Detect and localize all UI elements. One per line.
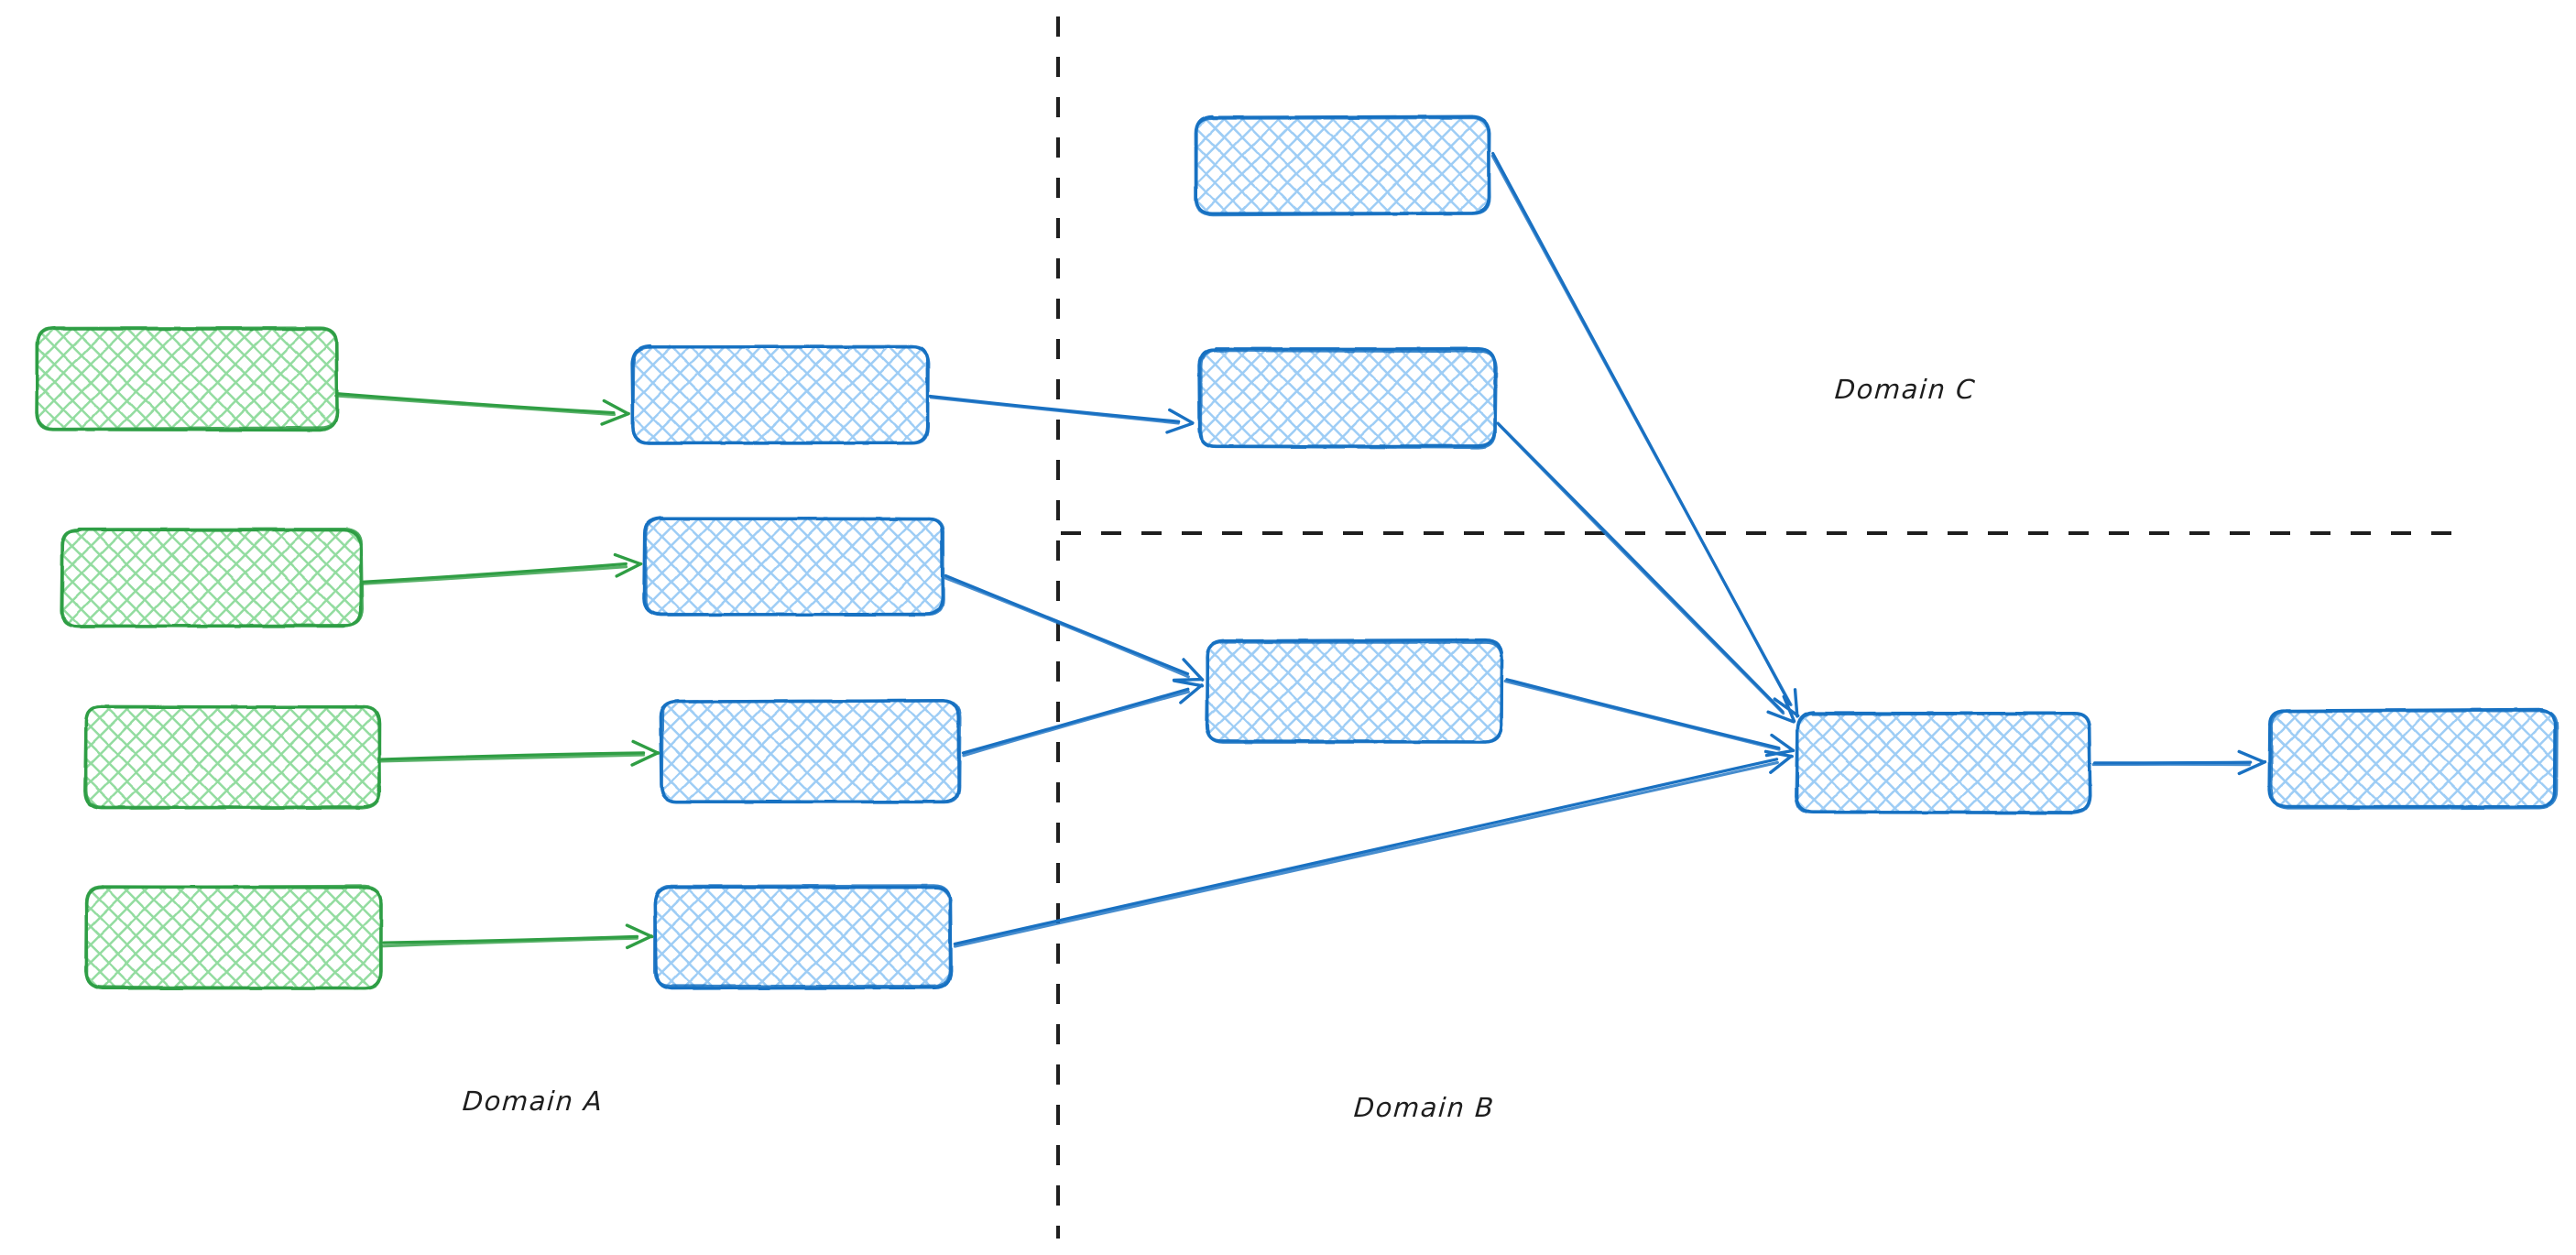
- node-a1[interactable]: [37, 328, 337, 431]
- node-fill: [656, 887, 951, 988]
- node-c2[interactable]: [1199, 349, 1496, 448]
- node-b4[interactable]: [655, 886, 952, 988]
- node-fill: [1207, 641, 1502, 742]
- edge-shaft: [336, 394, 614, 413]
- edge-shaft: [1499, 425, 1783, 714]
- node-b1[interactable]: [632, 346, 928, 443]
- node-fill: [62, 529, 361, 626]
- node-c3[interactable]: [1206, 640, 1502, 743]
- edge-shaft: [364, 567, 627, 584]
- edge-arrowhead: [1167, 423, 1192, 432]
- node-fill: [2270, 711, 2556, 807]
- edge-arrowhead: [1796, 690, 1797, 716]
- node-c1[interactable]: [1195, 116, 1490, 215]
- node-fill: [645, 518, 943, 614]
- edge-shaft: [931, 398, 1178, 423]
- edge-a4-b4: [382, 925, 652, 947]
- edge-shaft: [1492, 156, 1791, 704]
- node-group: [37, 116, 2557, 988]
- node-fill: [86, 887, 381, 988]
- edge-c1-d1: [1492, 153, 1797, 715]
- node-a3[interactable]: [85, 706, 380, 808]
- edge-b4-d1: [955, 751, 1792, 946]
- node-fill: [1196, 117, 1490, 213]
- node-d2[interactable]: [2269, 710, 2557, 808]
- edge-arrowhead: [2239, 751, 2264, 761]
- edge-a1-b1: [336, 394, 629, 424]
- edge-shaft: [964, 692, 1188, 756]
- node-fill: [1200, 350, 1495, 446]
- edge-shaft: [963, 689, 1187, 753]
- edge-b1-c2: [930, 396, 1193, 431]
- edge-arrowhead: [615, 555, 640, 564]
- domain-c-label: Domain C: [1834, 374, 1977, 405]
- edge-arrowhead: [1174, 681, 1203, 686]
- node-b3[interactable]: [660, 701, 960, 802]
- domain-a-label: Domain A: [462, 1086, 605, 1117]
- edge-c3-d1: [1505, 680, 1793, 756]
- edge-a3-b3: [380, 741, 658, 765]
- node-a4[interactable]: [86, 886, 381, 988]
- domain-b-label: Domain B: [1353, 1092, 1496, 1123]
- edge-b2-c3: [945, 575, 1202, 680]
- node-fill: [632, 346, 927, 442]
- node-b2[interactable]: [644, 518, 944, 615]
- edge-shaft: [955, 759, 1776, 944]
- edge-a2-b2: [364, 555, 641, 584]
- edge-shaft: [336, 396, 615, 415]
- edge-arrowhead: [633, 741, 658, 753]
- edge-shaft: [364, 563, 627, 582]
- edge-c2-d1: [1498, 423, 1795, 722]
- node-a2[interactable]: [61, 529, 362, 627]
- edge-group: [336, 153, 2265, 947]
- edge-arrowhead: [627, 925, 651, 936]
- node-fill: [86, 707, 379, 808]
- edge-b3-c3: [963, 681, 1202, 756]
- node-d1[interactable]: [1796, 712, 2090, 813]
- node-fill: [661, 701, 959, 802]
- node-fill: [37, 328, 336, 429]
- node-fill: [1797, 713, 2090, 812]
- edge-shaft: [945, 578, 1188, 677]
- edge-shaft: [1505, 682, 1779, 750]
- edge-d1-d2: [2093, 751, 2265, 773]
- edge-shaft: [955, 762, 1777, 946]
